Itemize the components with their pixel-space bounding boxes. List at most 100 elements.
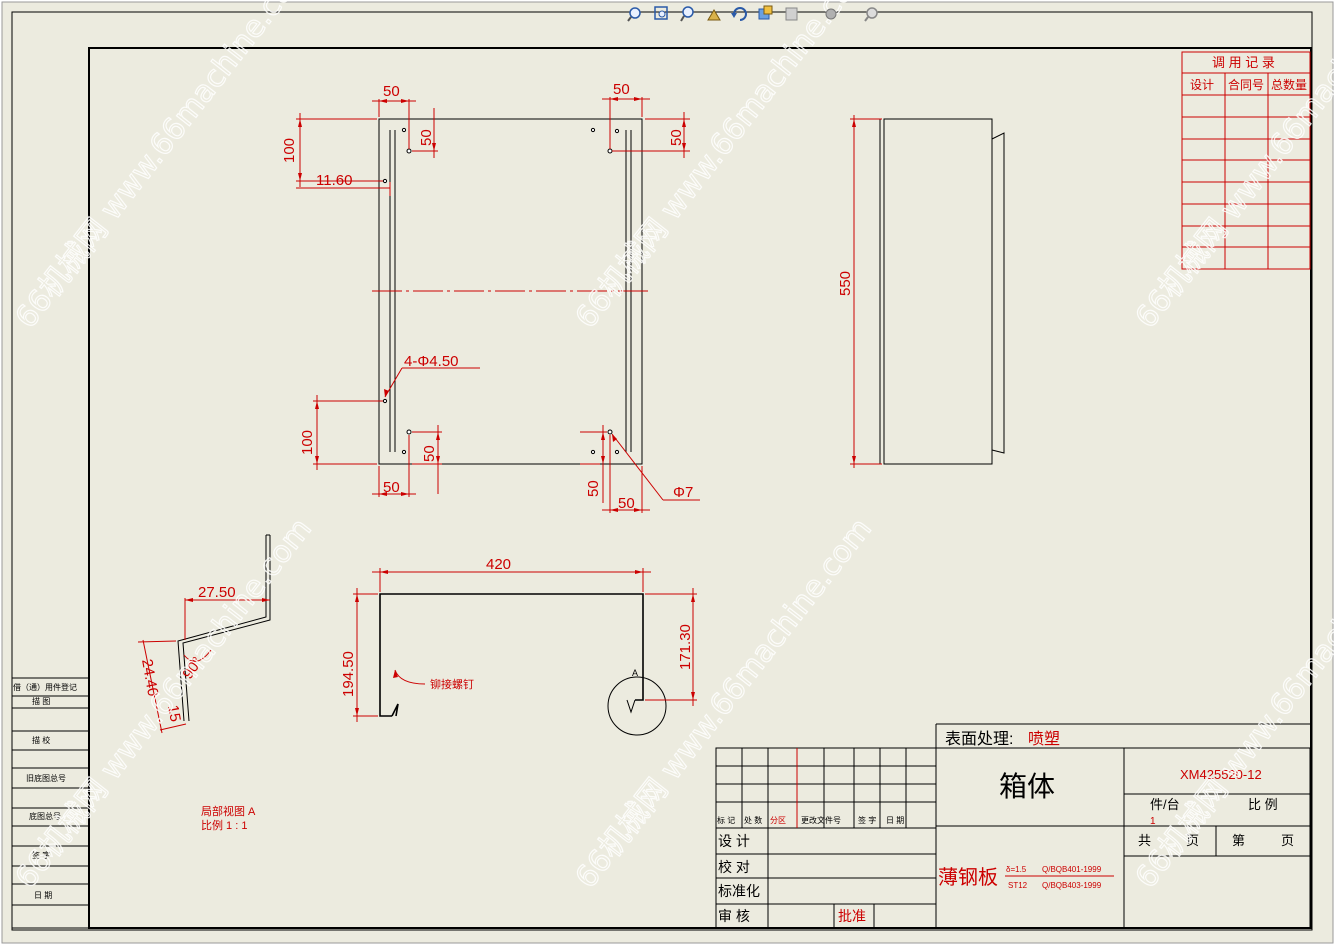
drawing-number: XM425520-12	[1180, 767, 1262, 782]
hole	[406, 148, 412, 154]
approve-label: 批准	[838, 908, 866, 924]
hole	[401, 449, 407, 455]
dim-height-550: 550	[837, 271, 854, 296]
qty-label: 件/台	[1150, 797, 1180, 812]
material-grade: ST12	[1008, 881, 1028, 890]
dim-24-40: 24.40	[138, 658, 161, 698]
left-table-row-3: 描 校	[32, 735, 50, 745]
dim-hole-dia: Φ7	[673, 484, 693, 501]
rivet-note: 铆接螺钉	[430, 677, 474, 691]
usage-record-header-contract: 合同号	[1228, 77, 1264, 92]
detail-view	[177, 534, 271, 722]
sheet-label: 第	[1232, 833, 1245, 848]
side-view-outline	[883, 118, 993, 465]
surface-treatment-value: 喷塑	[1028, 730, 1060, 748]
left-table-row-2: 描 图	[32, 696, 50, 706]
section-view-icon[interactable]	[864, 7, 878, 22]
total-pages-label: 页	[1186, 833, 1199, 848]
front-view	[379, 593, 667, 736]
dim-top-left-50: 50	[383, 83, 400, 100]
part-name: 箱体	[999, 771, 1055, 802]
detail-circle-a	[607, 676, 667, 736]
view-toolbar	[627, 5, 878, 22]
hole	[590, 127, 596, 133]
left-table-row-5: 底图总号	[29, 811, 61, 821]
inner-frame	[88, 47, 1312, 929]
zoom-area-icon[interactable]	[654, 6, 668, 20]
rev-header-zone: 分区	[770, 816, 786, 825]
view-orientation-icon[interactable]	[758, 5, 773, 20]
usage-record-header-total: 总数量	[1271, 77, 1307, 92]
qty-value: 1	[1150, 816, 1156, 827]
hole	[406, 429, 412, 435]
detail-caption-2: 比例 1 : 1	[201, 818, 247, 832]
dim-right-171-30: 171.30	[677, 624, 694, 670]
left-table-row-1: 借（通）用件登记	[13, 682, 77, 692]
dim-left-100-top: 100	[281, 138, 298, 163]
hole	[607, 429, 613, 435]
material-std-bottom: Q/BQB403-1999	[1042, 881, 1102, 890]
sheet-pages-label: 页	[1281, 833, 1294, 848]
front-view-profile	[379, 593, 644, 717]
left-table-row-6: 签 字	[32, 850, 50, 860]
sign-row-review: 审 核	[718, 908, 750, 924]
dim-top-right-side-50: 50	[668, 129, 685, 146]
left-table-row-7: 日 期	[34, 891, 52, 900]
display-style-icon[interactable]	[785, 7, 798, 21]
dim-top-right-50: 50	[613, 81, 630, 98]
sign-row-check: 校 对	[718, 859, 750, 875]
zoom-to-fit-icon[interactable]	[627, 7, 641, 22]
title-block-grid	[715, 723, 1311, 929]
detail-tag: A	[632, 668, 638, 678]
material-thickness: δ=1.5	[1006, 865, 1027, 874]
usage-record-header-design: 设计	[1190, 78, 1214, 92]
top-view-arrows	[298, 97, 686, 512]
dim-left-100-bottom: 100	[299, 430, 316, 455]
hole	[607, 148, 613, 154]
dim-top-left-side-50: 50	[418, 129, 435, 146]
dim-bottom-right-side-50: 50	[585, 480, 602, 497]
dim-bottom-left-50: 50	[383, 479, 400, 496]
usage-record-table	[1181, 51, 1311, 270]
dim-bottom-right-50: 50	[618, 495, 635, 512]
surface-treatment-label: 表面处理:	[945, 730, 1013, 748]
dim-left-194-50: 194.50	[340, 651, 357, 697]
rev-header-doc: 更改文件号	[801, 815, 841, 825]
rev-header-date: 日 期	[886, 816, 904, 825]
detail-caption-1: 局部视图 A	[201, 804, 256, 818]
hole	[382, 178, 388, 184]
dim-left-11-60: 11.60	[316, 172, 352, 189]
pan-icon[interactable]	[707, 9, 721, 21]
dim-width-420: 420	[486, 556, 511, 573]
hole	[590, 449, 596, 455]
hole	[614, 128, 620, 134]
hole	[614, 449, 620, 455]
left-side-table	[11, 677, 90, 929]
front-view-arrows	[355, 570, 695, 716]
rotate-icon[interactable]	[731, 7, 747, 21]
detail-view-dimensions	[137, 598, 270, 734]
side-view-arrows	[852, 119, 856, 464]
material-std-top: Q/BQB401-1999	[1042, 865, 1102, 874]
total-label: 共	[1138, 833, 1151, 848]
usage-record-title: 调 用 记 录	[1212, 55, 1275, 70]
scale-label: 比 例	[1248, 797, 1278, 812]
hide-show-icon[interactable]	[825, 8, 837, 20]
zoom-in-out-icon[interactable]	[680, 6, 694, 22]
sign-row-design: 设 计	[718, 833, 750, 849]
detail-view-arrows	[185, 598, 270, 602]
hole	[401, 127, 407, 133]
material-name: 薄钢板	[938, 866, 998, 889]
dim-27-50: 27.50	[198, 584, 236, 601]
sign-row-standard: 标准化	[718, 883, 760, 899]
rev-header-mark: 标 记	[717, 815, 735, 825]
rev-header-count: 处 数	[744, 815, 762, 825]
top-view-holes	[382, 127, 620, 455]
hole	[382, 398, 388, 404]
side-view	[879, 118, 1005, 465]
left-table-row-4: 旧底图总号	[26, 773, 66, 783]
rev-header-sign: 签 字	[858, 815, 876, 825]
